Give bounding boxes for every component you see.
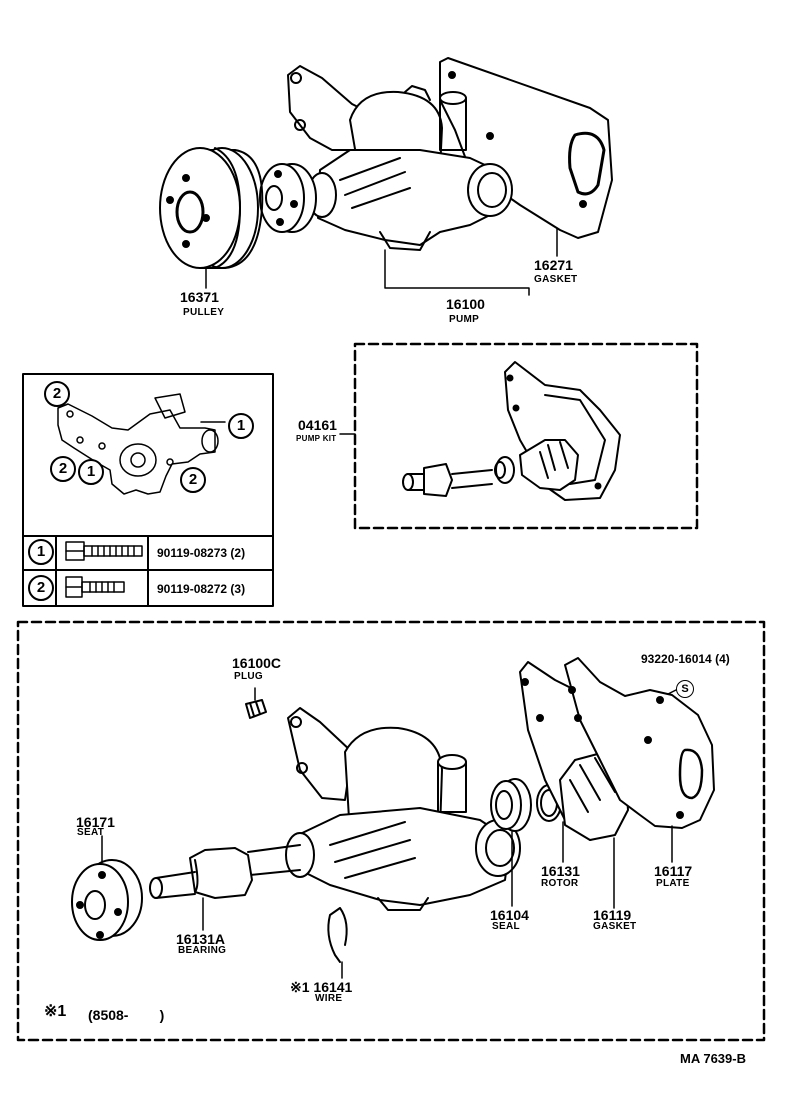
- bolt-table-marker: 1: [28, 539, 54, 565]
- wire-part-number: ※1 16141: [290, 979, 353, 995]
- gasket-top-part-number: 16271: [534, 257, 573, 273]
- plate-part-number: 16117: [654, 863, 693, 879]
- pump-part-number: 16100: [446, 296, 485, 312]
- bearing-part-number: 16131A: [176, 931, 226, 947]
- wire-part-name: WIRE: [315, 993, 343, 1004]
- gasket-top-drawing: [439, 57, 613, 239]
- inset-marker-2: 2: [50, 456, 76, 482]
- plug-part-number: 16100C: [232, 655, 282, 671]
- gasket-top-part-name: GASKET: [534, 274, 578, 285]
- pulley-drawing: [159, 147, 264, 269]
- pulley-part-number: 16371: [180, 289, 219, 305]
- top-leader-lines: [205, 227, 558, 296]
- bolt-table-part: 90119-08272 (3): [157, 582, 246, 596]
- seal-part-name: SEAL: [492, 921, 520, 932]
- gasket-part-number: 16119: [593, 907, 632, 923]
- bolt-set-symbol: S: [676, 680, 694, 698]
- bolt-location-inset: [22, 373, 274, 607]
- pump-kit-box: [339, 342, 699, 530]
- inset-marker-1: 1: [228, 413, 254, 439]
- pulley-part-name: PULLEY: [183, 307, 225, 318]
- bolt-table-marker: 2: [28, 575, 54, 601]
- inset-marker-2: 2: [44, 381, 70, 407]
- bolt-set-part-number: 93220-16014 (4): [641, 652, 730, 666]
- seat-part-number: 16171: [76, 814, 115, 830]
- bolt-icon-long: [65, 541, 143, 561]
- rotor-part-name: ROTOR: [541, 878, 579, 889]
- rotor-part-number: 16131: [541, 863, 580, 879]
- exploded-view-box: [16, 620, 766, 1042]
- gasket-part-name: GASKET: [593, 921, 637, 932]
- plug-part-name: PLUG: [234, 671, 263, 682]
- pump-top-drawing: [259, 65, 513, 251]
- inset-marker-2: 2: [180, 467, 206, 493]
- seat-part-name: SEAT: [77, 827, 105, 838]
- pump-part-name: PUMP: [449, 314, 480, 325]
- seal-part-number: 16104: [490, 907, 529, 923]
- plate-part-name: PLATE: [656, 878, 690, 889]
- bearing-part-name: BEARING: [178, 945, 227, 956]
- bolt-table-part: 90119-08273 (2): [157, 546, 246, 560]
- pump-kit-part-number: 04161: [298, 417, 337, 433]
- pump-kit-part-name: PUMP KIT: [296, 434, 337, 443]
- footnote-mark: ※1: [44, 1003, 67, 1020]
- inset-marker-1: 1: [78, 459, 104, 485]
- footnote-range: (8508- ): [88, 1007, 165, 1023]
- bolt-icon-short: [65, 576, 125, 598]
- lower-leader-lines: [101, 687, 677, 979]
- diagram-code: MA 7639-B: [680, 1051, 746, 1066]
